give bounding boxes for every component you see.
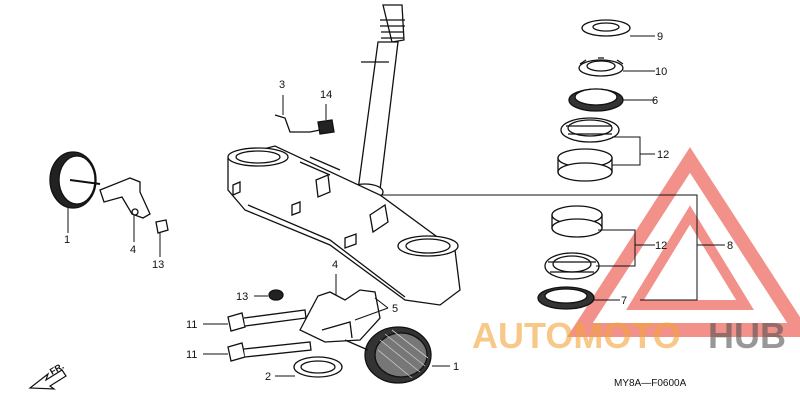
label-4-bottom: 4 (332, 259, 338, 271)
label-11-top: 11 (186, 319, 197, 331)
lower-bolts-assembly (227, 289, 381, 378)
watermark-part2: HUB (708, 315, 786, 356)
part-number-labels: 9 10 6 12 12 8 7 1 4 13 3 14 4 13 5 11 1… (64, 31, 733, 383)
label-4-top: 4 (130, 244, 136, 256)
lower-triple-clamp (227, 145, 461, 306)
label-10: 10 (655, 66, 667, 78)
label-6: 6 (652, 95, 658, 107)
label-14: 14 (320, 89, 332, 101)
front-direction-arrow-icon: FR. (28, 361, 67, 390)
label-2: 2 (265, 371, 271, 383)
label-11-bottom: 11 (186, 349, 197, 361)
watermark-part1: AUTOMOTO (472, 315, 681, 356)
watermark-logo-icon (567, 147, 800, 337)
left-reflector-assembly (49, 151, 169, 234)
bearing-stack (537, 19, 631, 310)
label-1-left: 1 (64, 234, 70, 246)
label-12-bottom: 12 (655, 240, 667, 252)
diagram-code: MY8A—F0600A (614, 378, 687, 389)
label-3: 3 (279, 79, 285, 91)
watermark-text: AUTOMOTO HUB (472, 315, 786, 356)
label-12-top: 12 (657, 149, 669, 161)
label-8: 8 (727, 240, 733, 252)
label-9: 9 (657, 31, 663, 43)
label-1-right: 1 (453, 361, 459, 373)
label-13-left: 13 (152, 259, 164, 271)
label-7: 7 (621, 295, 627, 307)
label-5: 5 (392, 303, 398, 315)
leader-lines (67, 35, 725, 377)
wire-clamp (274, 114, 335, 135)
right-reflector (344, 326, 432, 384)
label-13-bottom: 13 (236, 291, 248, 303)
steering-stem (346, 4, 405, 201)
